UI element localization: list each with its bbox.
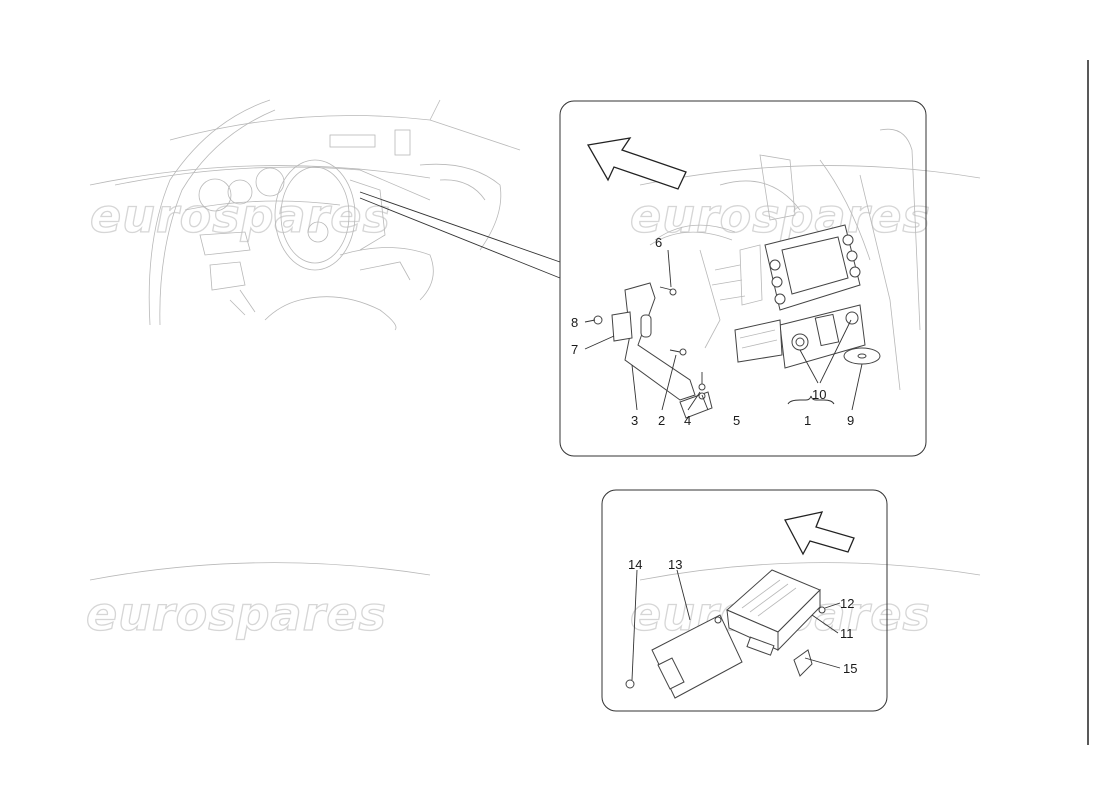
watermark-top-right: eurospares xyxy=(629,165,981,244)
callout-7: 7 xyxy=(571,342,578,357)
callout-3: 3 xyxy=(631,413,638,428)
dashboard-overview-sketch xyxy=(114,99,521,331)
disc-part xyxy=(843,347,881,365)
callout-6: 6 xyxy=(655,235,662,250)
direction-arrow-icon xyxy=(784,511,855,556)
callout-4: 4 xyxy=(684,413,691,428)
callout-15: 15 xyxy=(843,661,857,676)
plate-part xyxy=(611,311,633,342)
zoom-leader-line xyxy=(359,197,561,279)
bracket-part xyxy=(624,282,696,401)
callout-13: 13 xyxy=(668,557,682,572)
callout-14: 14 xyxy=(628,557,642,572)
watermark-text: eurospares xyxy=(86,587,387,641)
callout-12: 12 xyxy=(840,596,854,611)
module-panel: 11 12 13 14 15 xyxy=(601,489,888,712)
mounting-plate-part xyxy=(651,614,743,699)
callout-10: 10 xyxy=(812,387,826,402)
zoom-leader-line-2 xyxy=(359,191,561,263)
callout-9: 9 xyxy=(847,413,854,428)
screw-part xyxy=(818,606,826,614)
callout-8: 8 xyxy=(571,315,578,330)
screw-part xyxy=(593,286,706,400)
callout-11: 11 xyxy=(840,626,854,641)
callout-5: 5 xyxy=(733,413,740,428)
chassis-part xyxy=(734,319,783,363)
watermark-top-left: eurospares xyxy=(89,165,431,244)
callout-2: 2 xyxy=(658,413,665,428)
nut-part xyxy=(625,679,635,689)
connector-part xyxy=(793,649,813,677)
display-unit-part xyxy=(711,224,861,311)
control-module-part xyxy=(726,569,821,656)
main-panel: 1 2 3 4 5 6 7 8 9 10 xyxy=(559,100,927,457)
callout-1: 1 xyxy=(804,413,811,428)
watermark-bottom-left: eurospares xyxy=(85,562,431,642)
watermark-text: eurospares xyxy=(630,189,931,243)
direction-arrow-icon xyxy=(586,137,687,190)
watermark-text: eurospares xyxy=(90,189,391,243)
